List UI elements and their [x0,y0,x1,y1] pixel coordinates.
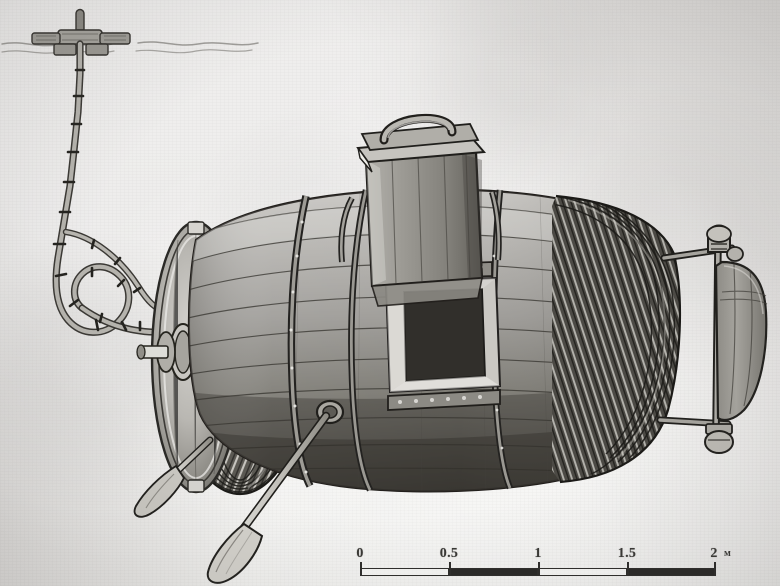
scale-tick-label-0-5: 0.5 [439,546,459,561]
conning-tower [338,113,502,307]
scale-tick-label-1: 1 [534,546,542,561]
scale-tick-label-2: 2 [710,546,718,561]
scale-bar: 0 0.5 1 1.5 2 м [352,546,731,580]
scale-tick-1 [449,562,451,576]
rudder-pintle-top [706,224,732,253]
scale-track [360,568,716,576]
scale-segment-1 [449,568,538,576]
surface-float [31,8,131,56]
rope-coil-stern [552,194,682,484]
scale-tick-3 [627,562,629,576]
scale-tick-label-0: 0 [356,546,364,561]
oar-lower [133,436,214,518]
oar-upper [206,399,345,584]
scale-segment-3 [627,568,716,576]
scale-segment-2 [538,568,627,576]
scale-tick-2 [538,562,540,576]
stern-rudder [656,224,768,454]
scale-unit-label: м [724,548,731,559]
scale-tick-0 [360,562,362,576]
scale-tick-label-1-5: 1.5 [617,546,637,561]
rudder-pintle-bottom [704,423,734,454]
scale-tick-4 [714,562,716,576]
hatch-handle [379,113,457,145]
scale-segment-0 [360,568,449,576]
